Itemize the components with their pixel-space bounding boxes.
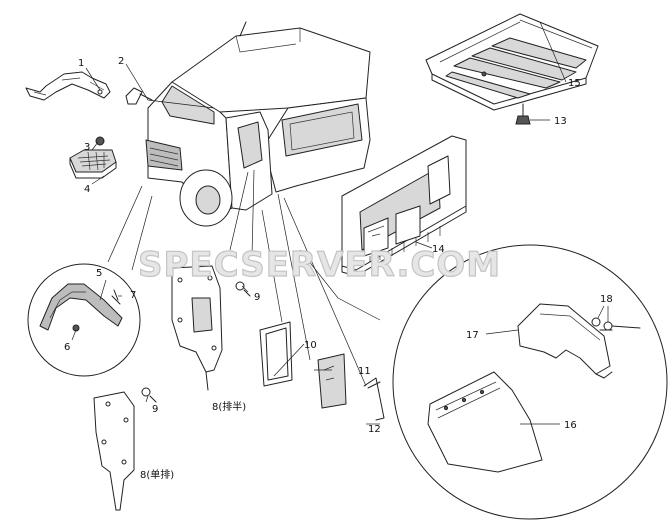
part-9-screw-middle — [235, 281, 251, 297]
callout-5: 5 — [96, 268, 102, 279]
callout-14: 14 — [432, 244, 445, 255]
part-10-window-frame — [259, 321, 293, 387]
callout-9-middle: 9 — [254, 292, 260, 303]
callout-15: 15 — [568, 78, 581, 89]
part-4-step — [69, 136, 117, 179]
callout-16: 16 — [564, 420, 577, 431]
part-8-plate-bottom — [93, 391, 135, 511]
callout-12: 12 — [368, 424, 381, 435]
detail-circle-left — [27, 263, 141, 377]
callout-2: 2 — [118, 56, 124, 67]
cab-assembly — [125, 21, 371, 227]
part-12-clip — [363, 377, 385, 421]
callout-17: 17 — [466, 330, 479, 341]
callout-18: 18 — [600, 294, 613, 305]
part-11-glass — [317, 353, 347, 409]
callout-9-bottom: 9 — [152, 404, 158, 415]
part-13-bolt — [515, 103, 531, 125]
callout-11: 11 — [358, 366, 371, 377]
callout-6: 6 — [64, 342, 70, 353]
part-1-bracket — [25, 71, 111, 101]
part-9-screw-bottom — [141, 387, 157, 403]
callout-8-half-row: 8(排半) — [212, 400, 246, 413]
callout-13: 13 — [554, 116, 567, 127]
part-14-rear-panel — [341, 135, 467, 277]
callout-1: 1 — [78, 58, 84, 69]
callout-3: 3 — [84, 142, 90, 153]
callout-7: 7 — [130, 290, 136, 301]
part-8-plate-middle — [171, 265, 223, 391]
callout-labels: 1 2 3 4 5 6 7 8(单排) 8(排半) 9 9 10 11 12 1… — [64, 56, 613, 481]
leader-lines — [71, 21, 609, 425]
watermark-text: SPECSERVER.COM — [138, 245, 501, 285]
callout-10: 10 — [304, 340, 317, 351]
part-15-roof-panel — [425, 13, 599, 111]
detail-circle-right — [392, 244, 668, 520]
callout-8-single-row: 8(单排) — [140, 468, 174, 481]
callout-4: 4 — [84, 184, 90, 195]
